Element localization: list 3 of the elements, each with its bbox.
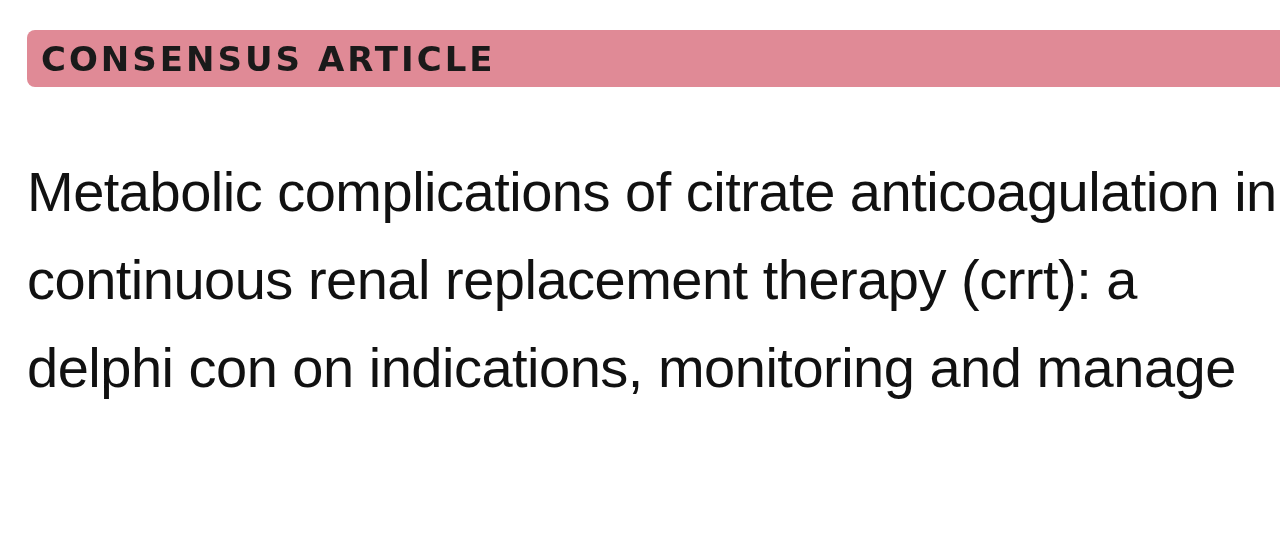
section-banner: [27, 30, 1280, 87]
section-label: CONSENSUS ARTICLE: [41, 39, 496, 79]
article-title: Metabolic complications of citrate anticoagulation in continuous renal replacement therapy (crrt): a delphi con on indications, monitoring and manage: [27, 159, 1277, 401]
